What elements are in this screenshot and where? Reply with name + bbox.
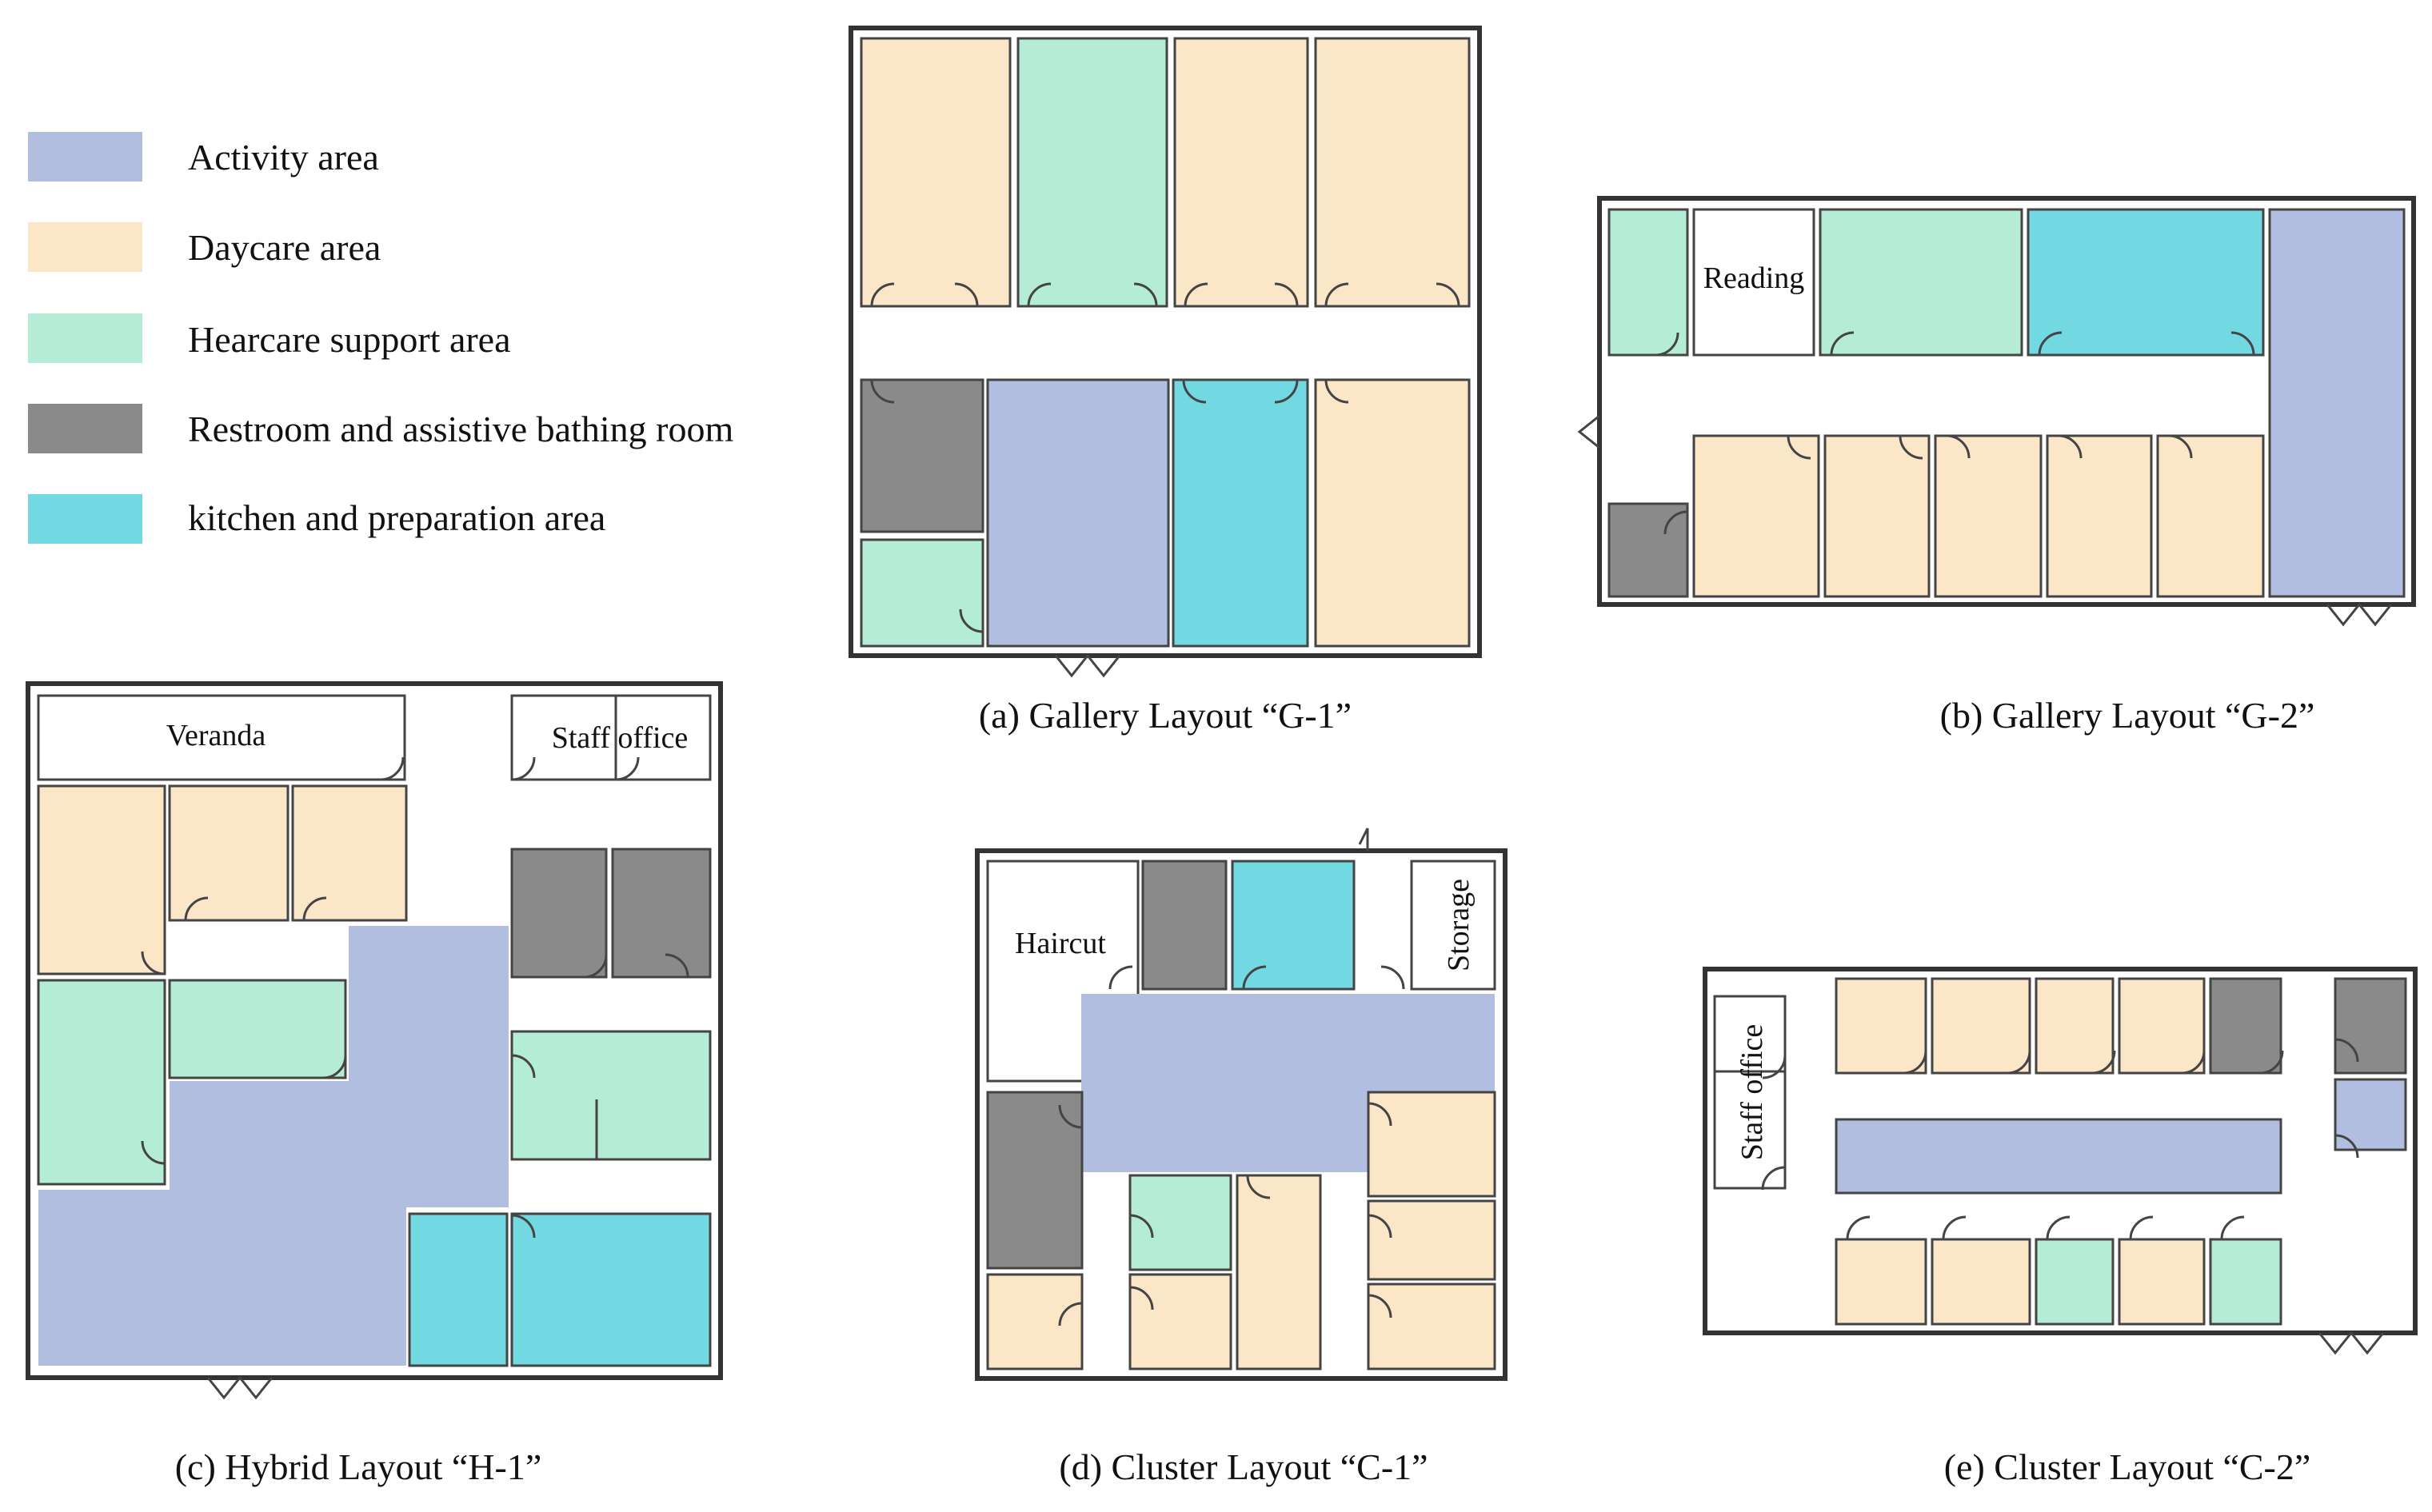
room-staff-office [1713,995,1787,1190]
room [2209,977,2282,1075]
caption-g1: (a) Gallery Layout “G-1” [979,695,1352,736]
caption-g2: (b) Gallery Layout “G-2” [1940,695,2315,736]
room [1173,37,1309,308]
room [986,1091,1084,1270]
label-staff-office: Staff office [552,721,689,755]
room [1367,1283,1496,1370]
room [611,848,712,979]
legend-label-kitchen: kitchen and preparation area [188,497,605,538]
room [1607,502,1689,598]
plan-c1: Haircut Storage (d) Cluster Layout “C-1” [975,828,1508,1487]
label-staff-office: Staff office [1735,1024,1769,1161]
legend-label-daycare: Daycare area [188,227,381,268]
plan-g1: (a) Gallery Layout “G-1” [849,26,1482,736]
room [291,784,408,922]
room [1141,860,1228,991]
room [1934,434,2043,598]
legend-swatch-activity [28,132,142,182]
room [1835,1238,1927,1326]
room [1314,378,1471,648]
room-veranda [37,694,406,781]
room-staff-office [510,694,712,781]
room-storage [1410,860,1496,991]
legend-swatch-kitchen [28,494,142,544]
room [2268,208,2406,598]
room [860,538,984,648]
room [1236,1174,1322,1370]
room [1172,378,1309,648]
room [860,378,984,533]
room [510,1030,712,1161]
room [168,979,347,1079]
room [1835,977,1927,1075]
room [986,378,1170,648]
room [1931,977,2031,1075]
plan-g2: Reading (b) Gallery Layout “G-2” [1577,196,2416,736]
room [860,37,1012,308]
room [168,784,290,922]
room [2118,1238,2206,1326]
plan-c2: Staff office (e) Cluster Layout “C-2” [1703,967,2418,1487]
room-reading [1692,208,1815,357]
legend-label-hearcare: Hearcare support area [188,319,511,360]
legend: Activity area Daycare area Hearcare supp… [28,132,733,544]
room [2027,208,2265,357]
label-veranda: Veranda [166,719,266,752]
legend-swatch-daycare [28,222,142,272]
room [408,1212,509,1367]
room [986,1273,1084,1370]
plan-h1: Veranda Staff office (c) Hybrid Layout “… [26,681,723,1487]
label-haircut: Haircut [1015,927,1106,960]
room [2334,977,2407,1075]
room [1607,208,1689,357]
room [1314,37,1471,308]
caption-c1: (d) Cluster Layout “C-1” [1059,1446,1428,1487]
room [1823,434,1931,598]
room [1367,1199,1496,1281]
room [1016,37,1168,308]
room [1692,434,1820,598]
label-storage: Storage [1442,879,1476,971]
room [37,784,166,975]
room [510,1212,712,1367]
room [1931,1238,2031,1326]
label-reading: Reading [1703,261,1805,295]
caption-c2: (e) Cluster Layout “C-2” [1944,1446,2311,1487]
room [2334,1078,2407,1151]
room [2209,1238,2282,1326]
room [1367,1091,1496,1198]
room [1819,208,2023,357]
room [2046,434,2153,598]
caption-h1: (c) Hybrid Layout “H-1” [175,1446,542,1487]
room [2035,1238,2115,1326]
room [2156,434,2265,598]
room [1231,860,1356,991]
legend-swatch-hearcare [28,313,142,363]
activity-zone [1835,1118,2282,1195]
room [2118,977,2206,1075]
room [510,848,608,979]
legend-label-restroom: Restroom and assistive bathing room [188,409,733,449]
activity-zone [38,926,509,1366]
room [2035,977,2115,1075]
room [1128,1273,1232,1370]
legend-label-activity: Activity area [188,137,379,178]
legend-swatch-restroom [28,404,142,453]
